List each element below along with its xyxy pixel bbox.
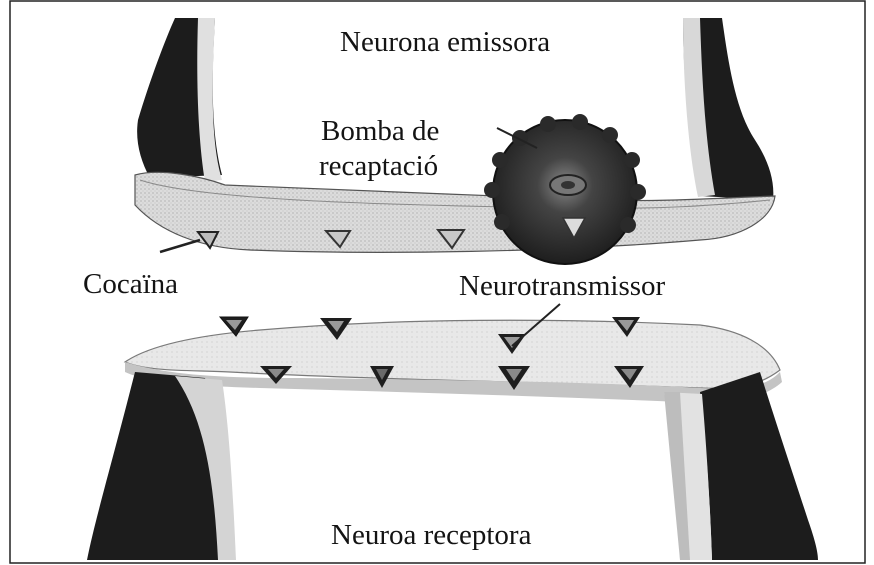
cocaine-pointer bbox=[160, 240, 200, 252]
reuptake-pump-label-line2: recaptació bbox=[319, 152, 438, 181]
emitting-neuron-label: Neurona emissora bbox=[340, 28, 550, 57]
receiving-neuron-label: Neuroa receptora bbox=[331, 521, 531, 550]
cocaine-label: Cocaïna bbox=[83, 270, 178, 299]
reuptake-pump-label-line1: Bomba de bbox=[321, 117, 439, 146]
neurotransmitter-label: Neurotransmissor bbox=[459, 272, 665, 301]
